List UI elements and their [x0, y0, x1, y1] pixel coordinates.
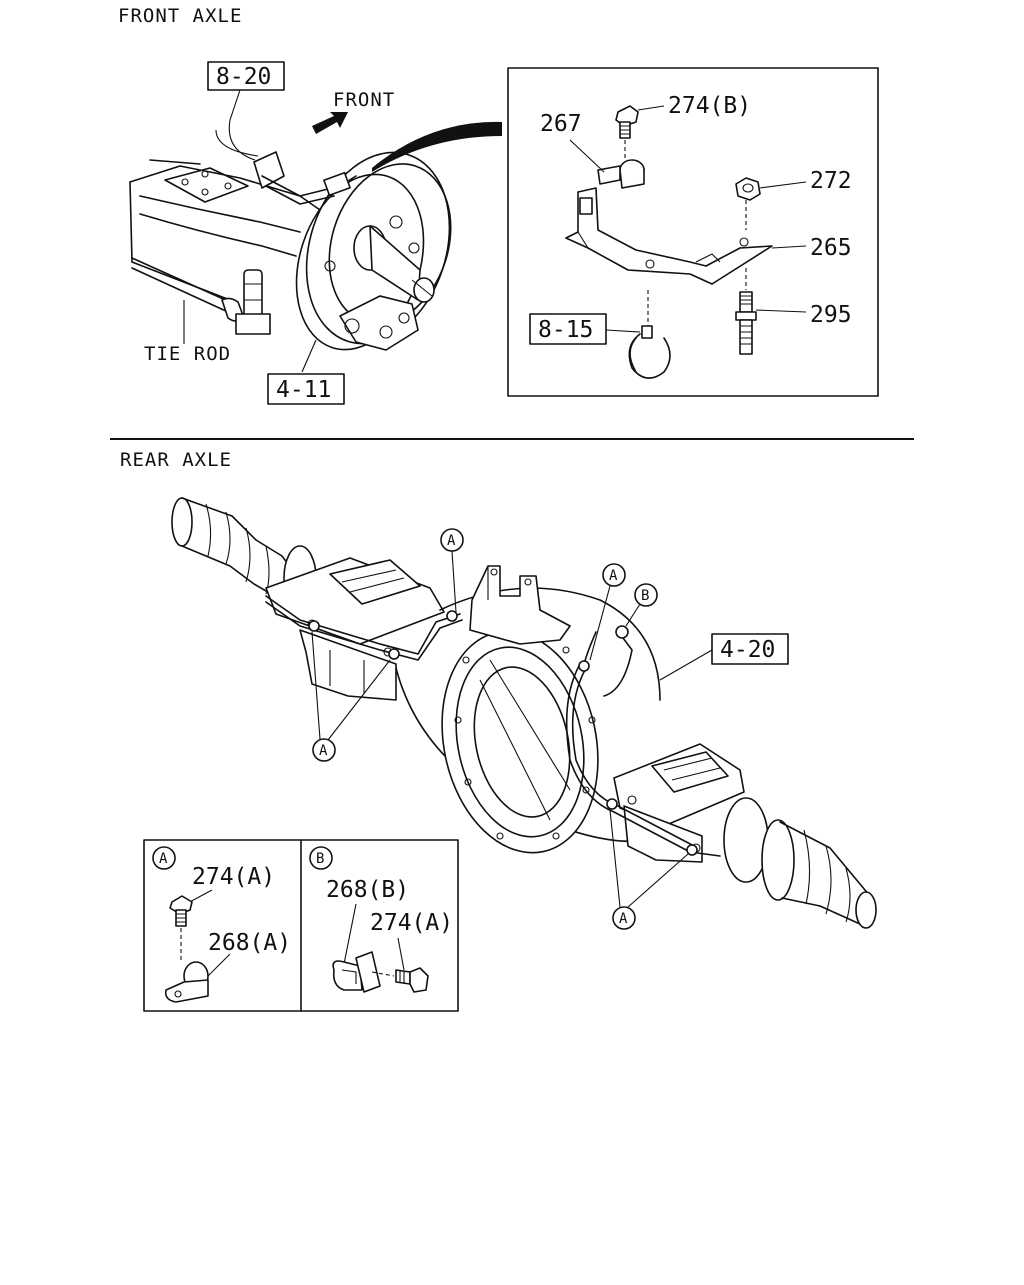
- legend-a-bolt: [169, 895, 193, 960]
- ref-4-11-label: 4-11: [276, 377, 331, 403]
- label-295: 295: [810, 302, 852, 328]
- svg-text:A: A: [159, 851, 168, 867]
- legend-b-marker: B: [309, 846, 333, 870]
- front-spindle: [353, 225, 435, 303]
- part-267-clip: [597, 159, 645, 189]
- rear-differential-housing: [395, 587, 661, 854]
- legend-b-clip-label: 268(B): [326, 877, 409, 903]
- leader-4-11: [301, 339, 317, 373]
- ref-box-8-20[interactable]: 8-20: [207, 61, 285, 91]
- ref-8-15-label: 8-15: [538, 317, 593, 343]
- leader-4-20: [659, 649, 713, 681]
- front-direction-arrow: [312, 112, 348, 134]
- leader-a-right: [609, 809, 689, 908]
- leader-a-top-right: [589, 585, 611, 661]
- leader-legend-b-clip: [343, 903, 357, 965]
- detail-callout-arrow: [372, 121, 502, 172]
- front-caliper: [339, 295, 419, 351]
- marker-a-right[interactable]: A: [612, 906, 636, 930]
- legend-a-clip-label: 268(A): [208, 930, 291, 956]
- label-267: 267: [540, 111, 582, 137]
- marker-a-left[interactable]: A: [312, 738, 336, 762]
- leader-8-15: [605, 329, 641, 333]
- ref-box-4-11[interactable]: 4-11: [267, 373, 345, 405]
- leader-a-top-center: [451, 550, 457, 613]
- svg-text:A: A: [319, 743, 328, 759]
- leader-274b: [637, 105, 665, 111]
- leader-legend-b-bolt: [397, 937, 405, 971]
- legend-b-bolt: [371, 967, 429, 993]
- rear-axle-title: REAR AXLE: [120, 449, 232, 471]
- ref-box-8-15[interactable]: 8-15: [529, 313, 607, 345]
- legend-a-bolt-label: 274(A): [192, 864, 275, 890]
- rear-top-bracket: [469, 565, 571, 645]
- marker-b[interactable]: B: [634, 583, 658, 607]
- front-hose-bracket: [215, 129, 357, 205]
- legend-b-clip: [332, 951, 381, 993]
- ref-4-20-label: 4-20: [720, 637, 775, 663]
- leader-8-20: [228, 89, 256, 161]
- front-direction-label: FRONT: [333, 89, 395, 111]
- tie-rod: [131, 257, 271, 335]
- leader-267: [569, 139, 605, 173]
- leader-295: [755, 309, 807, 313]
- leader-265: [771, 245, 807, 249]
- svg-text:A: A: [619, 911, 628, 927]
- svg-text:B: B: [316, 851, 324, 867]
- svg-text:A: A: [609, 568, 618, 584]
- front-axle-beam: [129, 159, 321, 301]
- front-axle-title: FRONT AXLE: [118, 5, 242, 27]
- ref-8-20-label: 8-20: [216, 64, 271, 90]
- part-8-15-band: [628, 290, 671, 379]
- ref-box-4-20[interactable]: 4-20: [711, 633, 789, 665]
- leader-272: [759, 181, 807, 189]
- rear-clips: [308, 610, 698, 856]
- marker-a-top-right[interactable]: A: [602, 563, 626, 587]
- marker-a-top-center[interactable]: A: [440, 528, 464, 552]
- tie-rod-label: TIE ROD: [144, 343, 231, 365]
- label-265: 265: [810, 235, 852, 261]
- label-274b: 274(B): [668, 93, 751, 119]
- part-265-bracket: [565, 187, 773, 285]
- leader-b: [625, 603, 641, 627]
- legend-b-bolt-label: 274(A): [370, 910, 453, 936]
- legend-a-marker: A: [152, 846, 176, 870]
- part-274b-bolt: [615, 105, 639, 160]
- part-295-stud: [735, 268, 757, 355]
- svg-text:A: A: [447, 533, 456, 549]
- rear-left-spring-seat: [265, 557, 445, 701]
- rear-axle-right-tube: [723, 797, 877, 929]
- label-272: 272: [810, 168, 852, 194]
- svg-text:B: B: [641, 588, 649, 604]
- leader-a-left: [311, 631, 391, 741]
- part-272-nut: [735, 177, 761, 230]
- front-detail-panel: [507, 67, 879, 397]
- legend-a-clip: [164, 961, 209, 1003]
